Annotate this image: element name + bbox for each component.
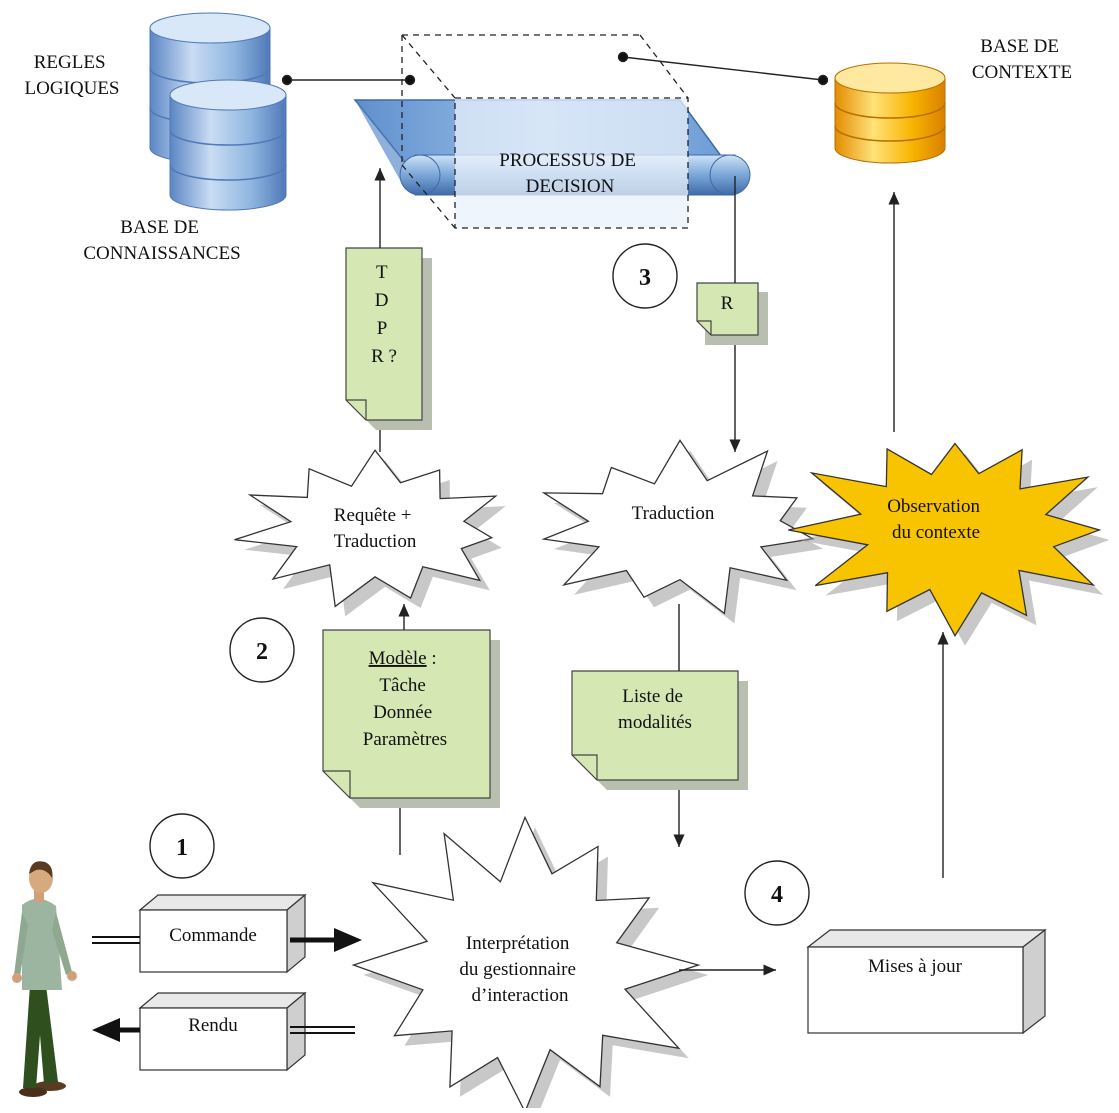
note-modalities-text: Liste de modalités	[618, 686, 692, 733]
burst-requete-traduction	[234, 449, 506, 617]
note-result-text: R	[721, 293, 734, 314]
burst-requete-shape	[234, 449, 498, 608]
note-model-text: Modèle : Tâche Donnée Paramètres	[363, 648, 447, 750]
burst-traduction	[541, 439, 823, 624]
label-processus-decision: PROCESSUS DE DECISION	[499, 150, 641, 197]
user-person-icon	[12, 861, 77, 1097]
burst-observation-shape	[788, 442, 1102, 637]
note-model: Modèle : Tâche Donnée Paramètres	[322, 629, 500, 808]
database-base-contexte-icon	[834, 62, 946, 164]
burst-observation-contexte	[788, 442, 1110, 646]
box-mises-a-jour: Mises à jour	[806, 928, 1047, 1035]
label-base-contexte: BASE DE CONTEXTE	[972, 36, 1072, 83]
note-result: R	[696, 282, 768, 345]
burst-requete-text: Requête + Traduction	[334, 505, 417, 552]
box-rendu-label: Rendu	[188, 1015, 238, 1036]
connector-lines	[281, 51, 829, 86]
step-circle-4: 4	[744, 860, 810, 926]
step-circle-1: 1	[149, 813, 215, 879]
box-commande: Commande	[138, 893, 307, 974]
svg-text:1: 1	[176, 835, 188, 861]
step-circle-3: 3	[612, 243, 678, 309]
burst-interpretation-text: Interprétation du gestionnaire d’interac…	[459, 933, 580, 1006]
flow-arrows	[374, 168, 949, 976]
burst-traduction-shape	[541, 439, 815, 615]
box-mises-a-jour-label: Mises à jour	[868, 956, 963, 977]
note-modalities: Liste de modalités	[571, 670, 748, 790]
svg-text:3: 3	[639, 265, 651, 291]
svg-text:4: 4	[771, 882, 783, 908]
box-commande-label: Commande	[169, 925, 257, 946]
label-regles-logiques: REGLES LOGIQUES	[25, 52, 120, 99]
database-base-connaissances-icon	[169, 79, 287, 211]
burst-observation-text: Observation du contexte	[887, 496, 985, 543]
svg-text:2: 2	[256, 639, 268, 665]
arrow-commande-icon	[92, 928, 362, 952]
note-query-text: T D P R ?	[371, 262, 397, 367]
dashed-box-icon	[401, 34, 689, 229]
note-query: T D P R ?	[345, 247, 423, 421]
step-circle-2: 2	[229, 617, 295, 683]
box-rendu: Rendu	[138, 991, 307, 1072]
arrow-rendu-icon	[92, 1018, 355, 1042]
note-model-title: Modèle	[369, 648, 427, 669]
burst-traduction-text: Traduction	[632, 503, 715, 524]
label-base-connaissances: BASE DE CONNAISSANCES	[83, 217, 240, 264]
